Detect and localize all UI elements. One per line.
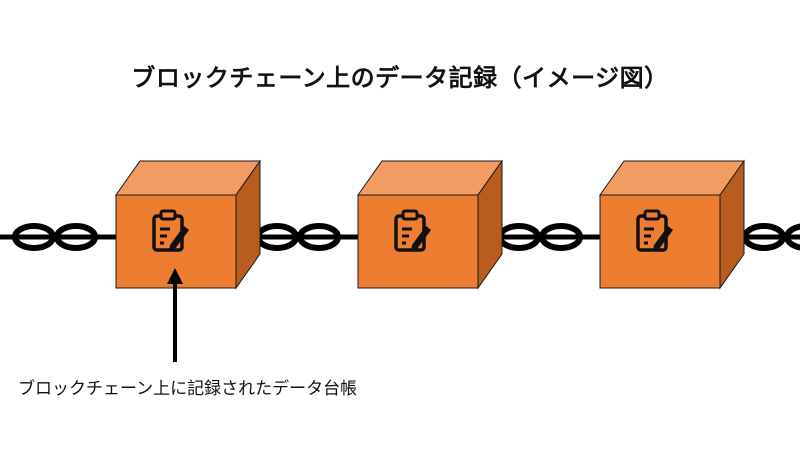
block-1 [115, 159, 261, 290]
clipboard-edit-icon [636, 209, 673, 252]
block-2 [357, 159, 503, 290]
annotation-label: ブロックチェーン上に記録されたデータ台帳 [18, 379, 358, 399]
chain-links-right-edge [742, 223, 800, 251]
clipboard-edit-icon [394, 209, 431, 252]
block-3 [599, 159, 745, 290]
chain-links-left-edge [12, 223, 98, 251]
clipboard-edit-icon [152, 209, 189, 252]
annotation-arrowhead [167, 268, 183, 284]
diagram-title: ブロックチェーン上のデータ記録（イメージ図） [131, 64, 669, 92]
